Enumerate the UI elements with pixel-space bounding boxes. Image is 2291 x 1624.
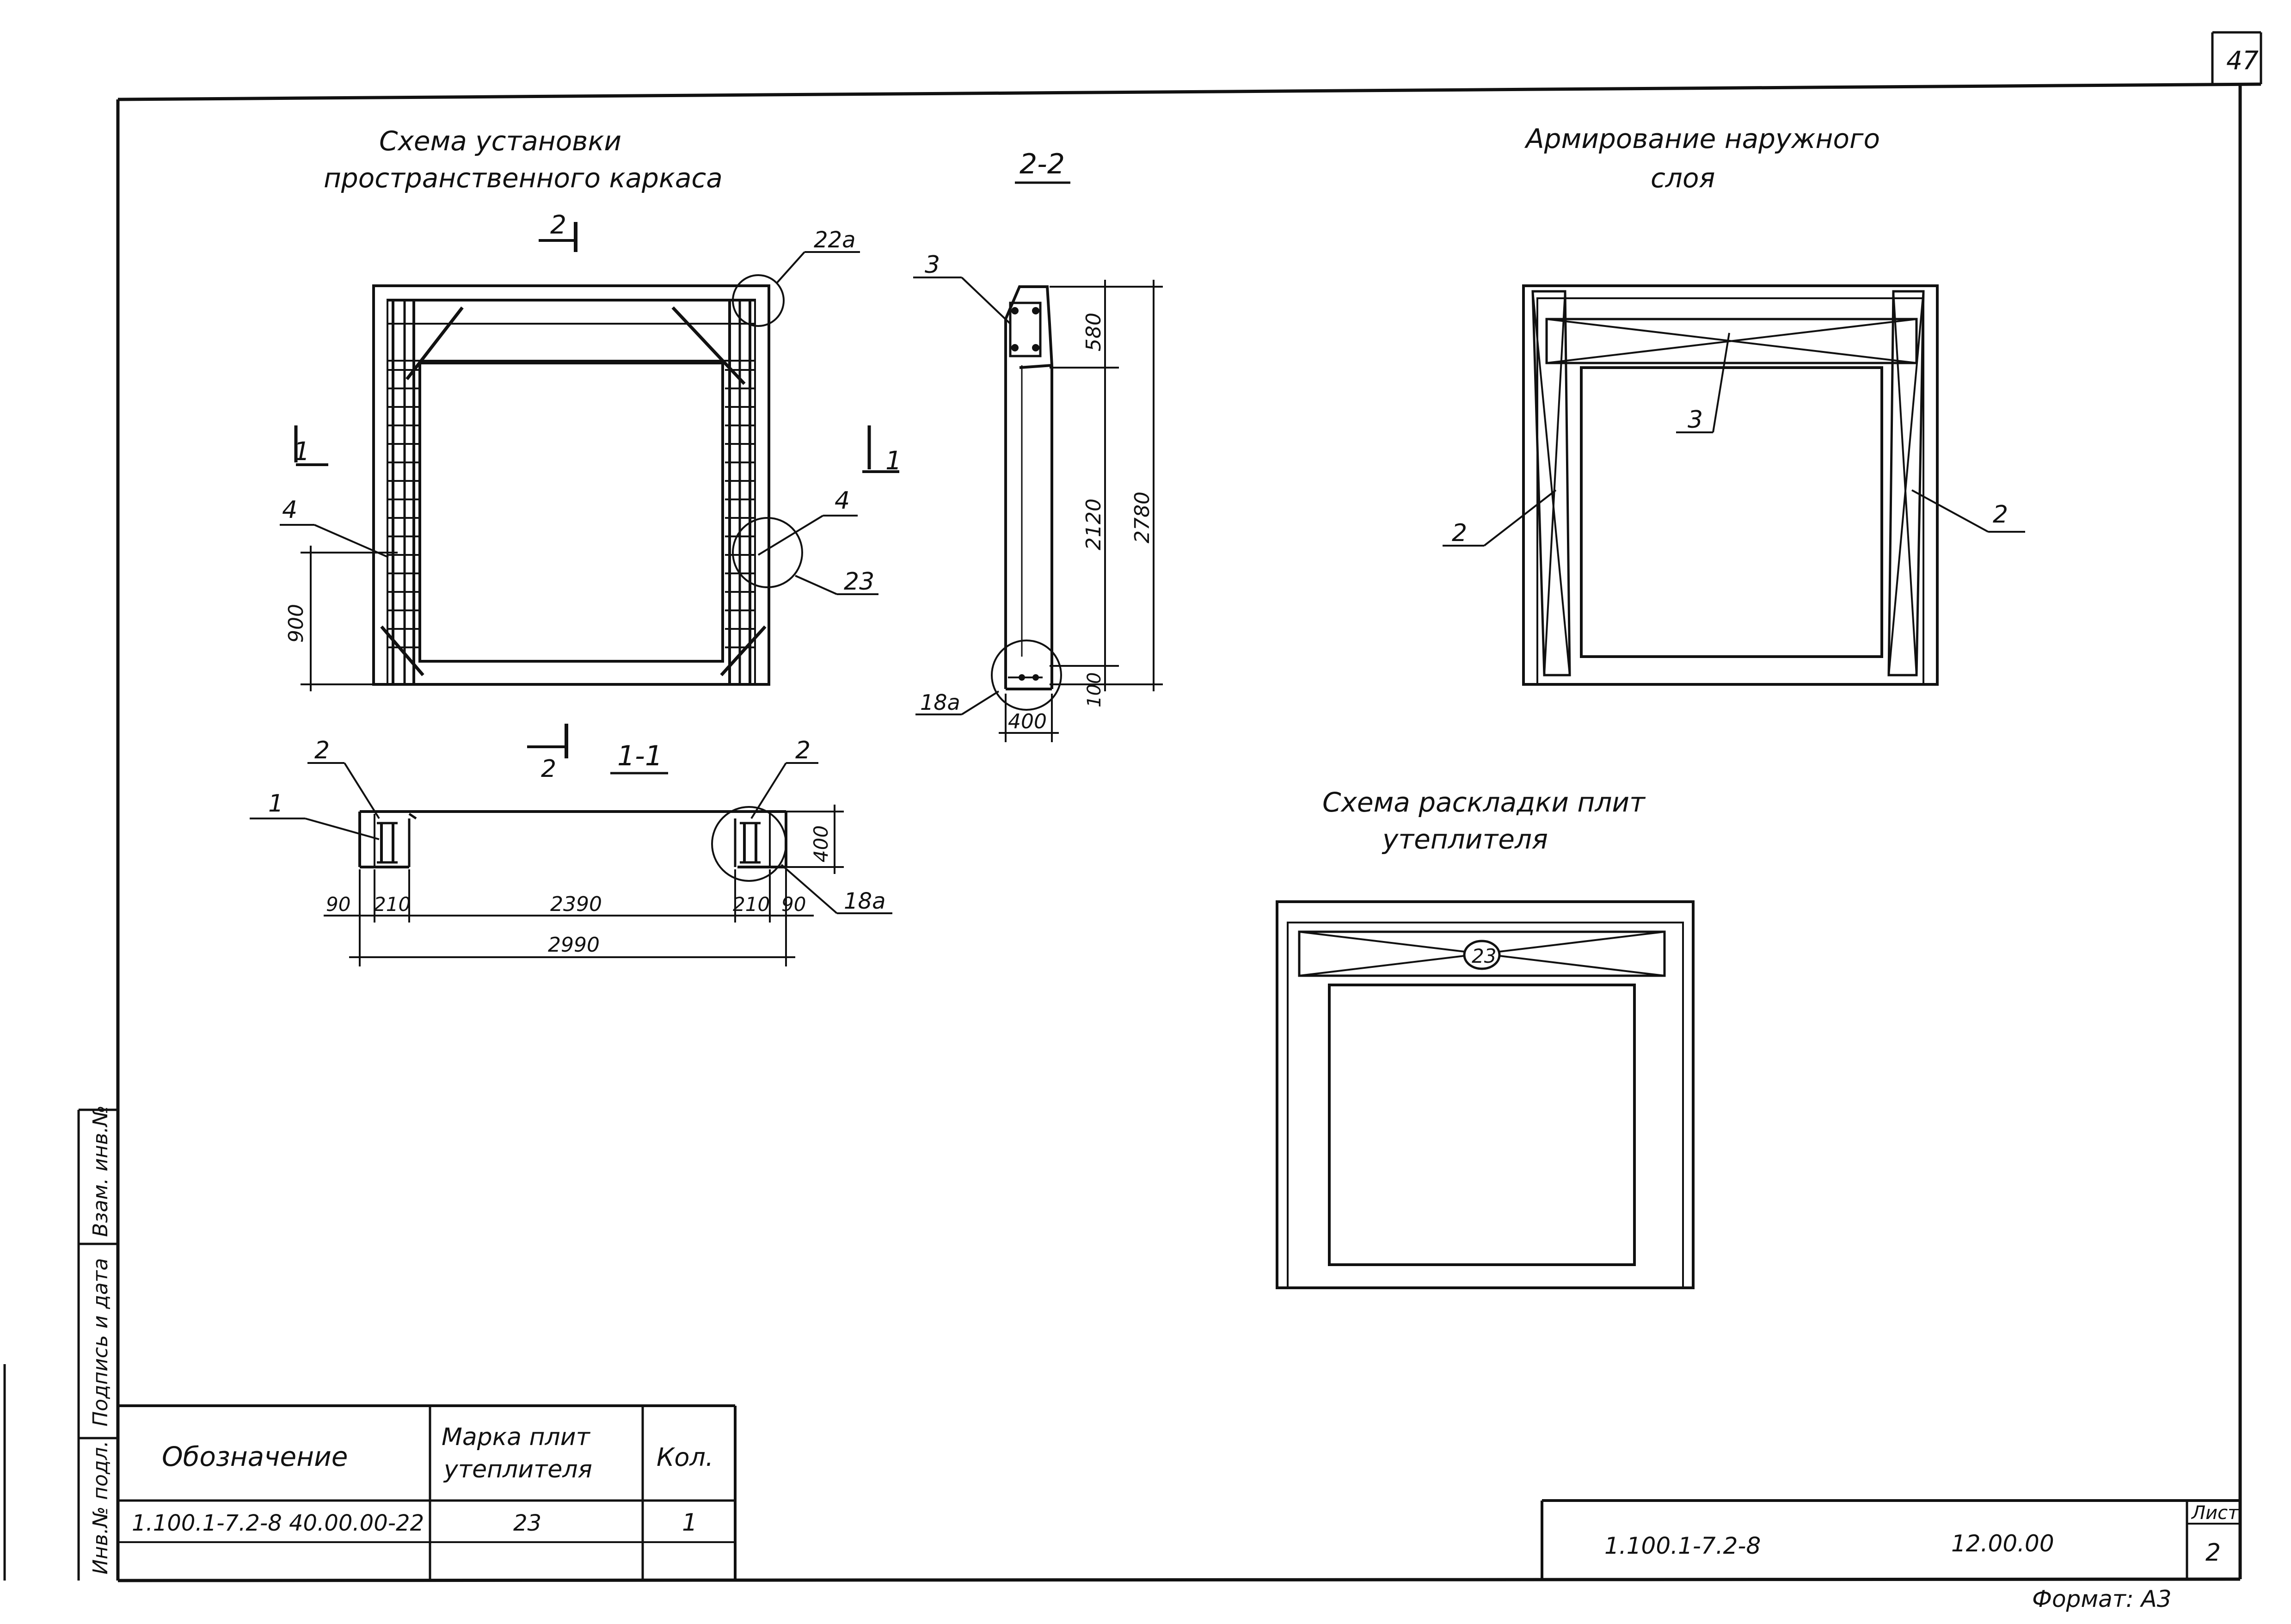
table-header-qty: Кол. bbox=[657, 1443, 713, 1472]
outer-reinforcement-view: Армирование наружного слоя 3 2 2 bbox=[1443, 123, 2025, 686]
title-block-code: 1.100.1-7.2-8 bbox=[1604, 1532, 1761, 1559]
callout-22a: 22а bbox=[814, 227, 856, 253]
callout-3-outer: 3 bbox=[1688, 406, 1703, 434]
insulation-plate-mark: 23 bbox=[1472, 945, 1496, 967]
section-2-2-view: 2-2 3 18а 580 2120 27 bbox=[913, 148, 1163, 742]
frame-scheme-view: Схема установки пространственного каркас… bbox=[280, 125, 902, 691]
callout-2-right-outer: 2 bbox=[1993, 501, 2008, 529]
table-cell-mark: 23 bbox=[513, 1510, 541, 1536]
dim-90-right: 90 bbox=[781, 893, 806, 916]
callout-1: 1 bbox=[268, 790, 283, 818]
insulation-layout-title-1: Схема раскладки плит bbox=[1322, 787, 1646, 818]
stamp-signature-date: Подпись и дата bbox=[89, 1258, 112, 1427]
sheet-border bbox=[116, 82, 2261, 1582]
title-block-number: 12.00.00 bbox=[1951, 1530, 2054, 1557]
frame-scheme-title-1: Схема установки bbox=[379, 125, 621, 157]
stamp-replacement-inv: Взам. инв.№ bbox=[89, 1105, 112, 1237]
callout-23: 23 bbox=[844, 568, 874, 596]
corner-sheet-number: 47 bbox=[2226, 46, 2259, 75]
dim-400-section-2-2: 400 bbox=[1008, 710, 1047, 733]
outer-reinforcement-title-2: слоя bbox=[1651, 162, 1715, 194]
insulation-layout-view: Схема раскладки плит утеплителя 23 bbox=[1276, 787, 1695, 1289]
callout-2-left-section: 2 bbox=[314, 737, 330, 764]
title-block-sheet-label: Лист bbox=[2191, 1502, 2239, 1524]
table-header-mark-line1: Марка плит bbox=[442, 1423, 591, 1451]
outer-reinforcement-title-1: Армирование наружного bbox=[1524, 123, 1880, 154]
title-block: 1.100.1-7.2-8 12.00.00 Лист 2 bbox=[1541, 1499, 2240, 1581]
frame-scheme-title-2: пространственного каркаса bbox=[324, 162, 723, 194]
right-ladder-rungs bbox=[725, 369, 755, 648]
callout-4-left: 4 bbox=[282, 496, 297, 524]
table-header-mark-line2: утеплителя bbox=[443, 1456, 592, 1483]
dim-210-left: 210 bbox=[374, 893, 411, 916]
dim-2120: 2120 bbox=[1082, 498, 1106, 550]
callout-18a-section-2-2: 18а bbox=[920, 690, 960, 715]
section-2-2-title: 2-2 bbox=[1020, 148, 1065, 180]
table-cell-qty: 1 bbox=[682, 1509, 697, 1537]
callout-3-section: 3 bbox=[925, 251, 940, 279]
dim-900: 900 bbox=[284, 604, 308, 643]
section-1-1-title: 1-1 bbox=[617, 740, 663, 772]
insulation-layout-title-2: утеплителя bbox=[1382, 824, 1548, 855]
dim-400-section-1-1: 400 bbox=[810, 825, 832, 862]
dim-580: 580 bbox=[1082, 313, 1106, 351]
callout-2-left-outer: 2 bbox=[1452, 519, 1467, 547]
stamp-inv-number: Инв.№ подл. bbox=[89, 1440, 112, 1575]
title-block-sheet-value: 2 bbox=[2205, 1539, 2221, 1567]
corner-number-box: 47 bbox=[2211, 31, 2262, 84]
table-header-designation: Обозначение bbox=[162, 1441, 348, 1472]
dim-90-left: 90 bbox=[326, 893, 350, 916]
callout-2-right-section: 2 bbox=[795, 737, 811, 764]
dim-2390: 2390 bbox=[550, 892, 602, 916]
dim-2990: 2990 bbox=[548, 933, 600, 957]
table-cell-designation: 1.100.1-7.2-8 40.00.00-22 bbox=[132, 1510, 424, 1536]
callout-18a-section-1-1: 18а bbox=[844, 888, 886, 914]
cut-mark-2-label: 2 bbox=[541, 755, 556, 783]
dim-100: 100 bbox=[1084, 672, 1105, 707]
side-stamp: Инв.№ подл. Подпись и дата Взам. инв.№ bbox=[3, 1105, 118, 1581]
cut-mark-top-label: 2 bbox=[550, 210, 566, 240]
callout-4-right: 4 bbox=[835, 487, 850, 515]
format-label: Формат: А3 bbox=[2032, 1586, 2172, 1612]
spec-table: Обозначение Марка плит утеплителя Кол. 1… bbox=[118, 1404, 737, 1581]
dim-2780: 2780 bbox=[1130, 492, 1154, 543]
section-1-1-view: 2 1-1 2 2 1 18а bbox=[250, 724, 892, 966]
dim-210-right: 210 bbox=[733, 893, 770, 916]
